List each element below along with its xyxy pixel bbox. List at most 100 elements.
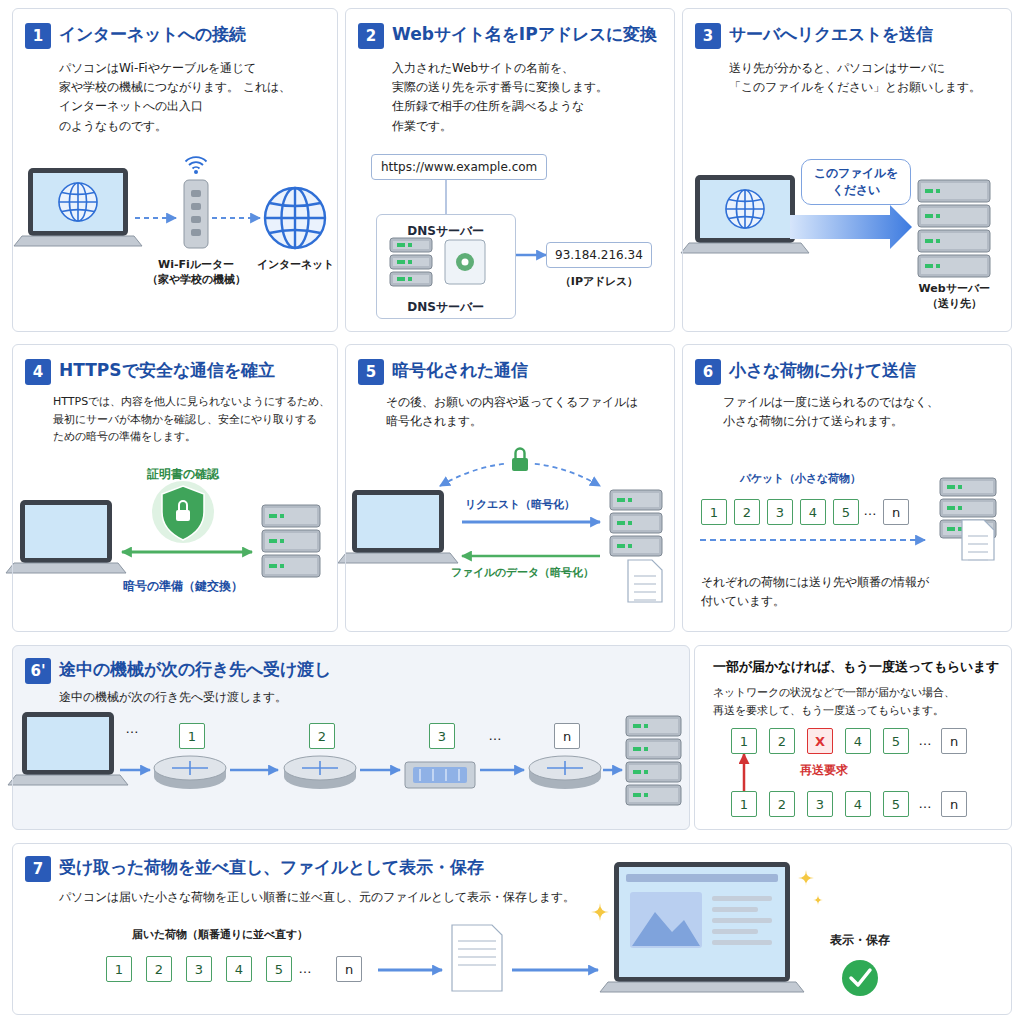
document-icon bbox=[968, 551, 988, 553]
panel-ground bbox=[682, 344, 1012, 632]
packet-box: n bbox=[336, 956, 362, 982]
server-illustration bbox=[918, 180, 990, 277]
laptop-illustration bbox=[619, 867, 785, 977]
label-text: … bbox=[295, 960, 315, 978]
router-illustration bbox=[154, 756, 226, 789]
node-heading: n bbox=[345, 962, 353, 977]
node-heading: Webサイト名をIPアドレスに変換 bbox=[392, 23, 657, 46]
panel-ground bbox=[345, 8, 675, 332]
key-exchange-arrow bbox=[122, 551, 252, 554]
node-heading: 2 bbox=[743, 505, 751, 520]
screen-content bbox=[712, 940, 772, 945]
lock-icon bbox=[516, 449, 525, 459]
node-heading: n bbox=[950, 797, 958, 812]
label-text: ファイルのデータ（暗号化） bbox=[437, 566, 607, 581]
server-illustration bbox=[628, 498, 632, 502]
flow-arrow bbox=[135, 218, 176, 219]
step-panel: Webサイト名をIPアドレスに変換入力されたWebサイトの名前を、 実際の送り先… bbox=[345, 8, 675, 332]
laptop-illustration bbox=[33, 173, 123, 231]
server-illustration bbox=[633, 724, 641, 728]
router-illustration bbox=[529, 756, 601, 780]
router-illustration bbox=[189, 761, 191, 775]
laptop-illustration bbox=[681, 175, 809, 253]
server-illustration bbox=[629, 719, 678, 733]
server-illustration bbox=[626, 785, 681, 805]
step-number: 5 bbox=[358, 359, 384, 385]
label-text: インターネット bbox=[250, 258, 340, 273]
node-text: パソコンは届いた小さな荷物を正しい順番に並べ直し、元のファイルとして表示・保存し… bbox=[59, 888, 859, 907]
panel-ground bbox=[12, 645, 690, 830]
node-heading: 93.184.216.34 bbox=[546, 242, 652, 268]
server-illustration bbox=[644, 747, 648, 751]
certificate-shield bbox=[179, 501, 187, 510]
laptop-illustration bbox=[600, 982, 804, 992]
server-illustration bbox=[921, 233, 987, 249]
node-heading: このファイルを ください bbox=[810, 165, 902, 199]
laptop-illustration bbox=[14, 236, 142, 246]
server-illustration bbox=[626, 716, 681, 805]
lock-icon bbox=[512, 449, 528, 472]
packet-box: 2 bbox=[309, 723, 335, 749]
server-illustration bbox=[262, 530, 320, 552]
wifi-router-illustration bbox=[184, 157, 208, 248]
server-illustration bbox=[265, 558, 317, 574]
node-heading: https://www.example.com bbox=[381, 160, 537, 174]
flow-arrow bbox=[120, 769, 150, 772]
node-heading: 1 bbox=[740, 734, 748, 749]
panel-ground bbox=[12, 344, 338, 632]
response-arrow bbox=[462, 555, 600, 558]
node-heading: 6 bbox=[703, 363, 713, 381]
node-heading: 1 bbox=[740, 797, 748, 812]
laptop-illustration bbox=[338, 553, 458, 563]
node-text: 途中の機械が次の行き先へ受け渡します。 bbox=[59, 688, 559, 707]
server-illustration bbox=[940, 478, 996, 496]
flow-arrow bbox=[360, 769, 400, 772]
switch-illustration bbox=[413, 767, 467, 783]
server-illustration bbox=[390, 238, 432, 252]
node-heading: 小さな荷物に分けて送信 bbox=[729, 359, 916, 382]
step-number: 3 bbox=[695, 23, 721, 49]
server-illustration bbox=[633, 747, 641, 751]
label-text: 証明書の確認 bbox=[123, 466, 243, 482]
screen-content bbox=[712, 896, 772, 901]
document-icon bbox=[968, 535, 988, 537]
packet-box: X bbox=[807, 728, 833, 754]
node-heading: DNSサーバー bbox=[377, 223, 514, 240]
server-illustration bbox=[280, 539, 284, 543]
laptop-illustration bbox=[729, 217, 761, 219]
laptop-illustration bbox=[25, 505, 107, 558]
server-illustration bbox=[925, 239, 933, 243]
label-text: 暗号の準備（鍵交換） bbox=[103, 578, 263, 594]
server-illustration bbox=[269, 539, 277, 543]
screen-content bbox=[712, 918, 772, 923]
document-icon bbox=[458, 948, 496, 950]
switch-illustration bbox=[405, 762, 475, 788]
node-heading: 2 bbox=[155, 962, 163, 977]
packet-box: 2 bbox=[146, 956, 172, 982]
server-illustration bbox=[628, 544, 632, 548]
server-illustration bbox=[925, 264, 933, 268]
laptop-illustration bbox=[681, 243, 809, 253]
server-illustration bbox=[644, 724, 648, 728]
panel-ground bbox=[694, 645, 1012, 830]
step-panel: 暗号化された通信その後、お願いの内容や返ってくるファイルは 暗号化されます。5 bbox=[345, 344, 675, 632]
packet-box: 4 bbox=[800, 499, 826, 525]
flow-arrow bbox=[230, 770, 278, 771]
flow-arrow bbox=[512, 970, 598, 971]
laptop-illustration bbox=[6, 500, 126, 573]
packet-box: n bbox=[883, 499, 909, 525]
node-heading: 2 bbox=[778, 734, 786, 749]
wifi-router-illustration bbox=[191, 203, 201, 210]
node-heading: サーバへリクエストを送信 bbox=[729, 23, 933, 46]
laptop-illustration bbox=[8, 712, 128, 785]
wifi-router-illustration bbox=[191, 190, 201, 197]
laptop-illustration bbox=[729, 199, 761, 201]
node-heading: 5 bbox=[842, 505, 850, 520]
laptop-illustration bbox=[600, 862, 804, 992]
server-illustration bbox=[397, 243, 405, 247]
server-illustration bbox=[269, 564, 277, 568]
step-number: 6' bbox=[25, 658, 51, 684]
panel-ground bbox=[682, 8, 1012, 332]
document-icon bbox=[452, 925, 502, 991]
address-book-icon bbox=[445, 240, 485, 284]
